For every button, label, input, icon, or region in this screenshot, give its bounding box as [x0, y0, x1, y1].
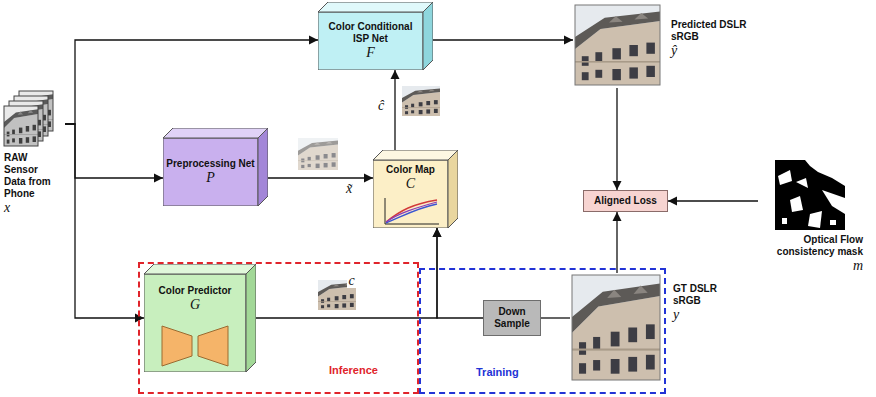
downsample-box: Down Sample: [483, 300, 541, 336]
loss-box: Aligned Loss: [583, 190, 668, 212]
region-label: Inference: [329, 364, 403, 377]
isp-input-thumbnail: [402, 86, 440, 116]
node-label: RAW Sensor Data from Phone: [4, 152, 62, 200]
encoder-decoder-icon: [162, 326, 228, 366]
node-label: GT DSLR sRGB: [673, 283, 745, 307]
cube-face: [373, 160, 448, 228]
text-group: GT DSLR sRGBy: [670, 283, 748, 323]
optical-flow-mask: [775, 160, 845, 230]
input-node: RAW Sensor Data from Phonex: [1, 92, 65, 217]
math-symbol: y: [673, 307, 745, 323]
text-group: Predicted DSLR sRGBŷ: [668, 19, 750, 59]
edge-label: c: [347, 273, 357, 288]
text-group: Inference: [326, 364, 406, 377]
isp-net-box: Color Conditional ISP NetF: [318, 2, 433, 70]
training-region: Training Down Sample: [419, 268, 666, 394]
math-symbol: P: [166, 170, 255, 186]
edge-label: ĉ: [376, 98, 386, 113]
text-group: Preprocessing NetP: [163, 158, 258, 186]
connector: [65, 124, 163, 178]
text-group: Aligned Loss: [584, 195, 667, 207]
connector: [616, 212, 617, 273]
predicted-image: [575, 5, 660, 85]
node-label: Down Sample: [487, 306, 537, 330]
cube-face: [163, 128, 268, 138]
node-label: Preprocessing Net: [166, 158, 255, 170]
text-group: Training: [473, 366, 543, 379]
cube-shape: [144, 264, 256, 372]
connector: [256, 228, 437, 318]
preprocessed-thumbnail: [298, 138, 338, 170]
connector: [668, 200, 758, 201]
node-label: Aligned Loss: [587, 195, 664, 207]
cube-shape: [373, 150, 458, 228]
color-curve-icon: [385, 198, 439, 224]
math-symbol: F: [321, 45, 420, 61]
cube-face: [373, 150, 458, 160]
math-symbol: x: [4, 200, 62, 216]
edge-label: x̃: [344, 181, 354, 196]
node-icon: [385, 198, 439, 224]
math-symbol: G: [147, 297, 243, 313]
text-group: Down Sample: [484, 306, 540, 330]
math-symbol: C: [376, 176, 445, 192]
cube-face: [448, 150, 458, 228]
connector: [616, 88, 617, 190]
math-symbol: m: [761, 258, 863, 274]
node-label: Color Map: [376, 164, 445, 176]
node-label: Optical Flow consistency mask: [761, 234, 863, 258]
cube-face: [144, 264, 256, 274]
color-predictor-box: Color PredictorG: [144, 264, 256, 372]
cube-face: [423, 2, 433, 70]
cube-face: [163, 138, 258, 206]
node-icon: [162, 326, 228, 366]
cube-face: [318, 12, 423, 70]
cube-face: [246, 264, 256, 372]
connector: [65, 40, 318, 124]
mask-node: Optical Flow consistency maskm: [758, 158, 868, 276]
color-map-box: Color MapC: [373, 150, 458, 228]
preprocessing-box: Preprocessing NetP: [163, 128, 268, 206]
raw-image-stack: [4, 91, 53, 146]
ground-truth-node: GT DSLR sRGBy: [570, 273, 750, 385]
text-group: Color Conditional ISP NetF: [318, 21, 423, 61]
connector: [394, 70, 395, 150]
cube-face: [258, 128, 268, 206]
connector: [433, 39, 573, 40]
text-group: Color MapC: [373, 164, 448, 192]
cube-face: [318, 2, 433, 12]
cube-face: [144, 274, 246, 372]
math-symbol: ŷ: [671, 43, 747, 59]
ground-truth-image: [572, 275, 660, 380]
node-label: Color Predictor: [147, 285, 243, 297]
connector: [268, 177, 373, 178]
connector: [541, 317, 570, 318]
node-label: Predicted DSLR sRGB: [671, 19, 747, 43]
text-group: Color PredictorG: [144, 285, 246, 313]
predicted-output-node: Predicted DSLR sRGBŷ: [573, 3, 751, 88]
connector: [437, 228, 483, 318]
text-group: Optical Flow consistency maskm: [758, 234, 866, 274]
text-group: RAW Sensor Data from Phonex: [1, 152, 65, 216]
region-label: Training: [476, 366, 540, 379]
inference-region: Inference Color PredictorG: [138, 262, 419, 394]
node-label: Color Conditional ISP Net: [321, 21, 420, 45]
connector: [65, 124, 144, 318]
